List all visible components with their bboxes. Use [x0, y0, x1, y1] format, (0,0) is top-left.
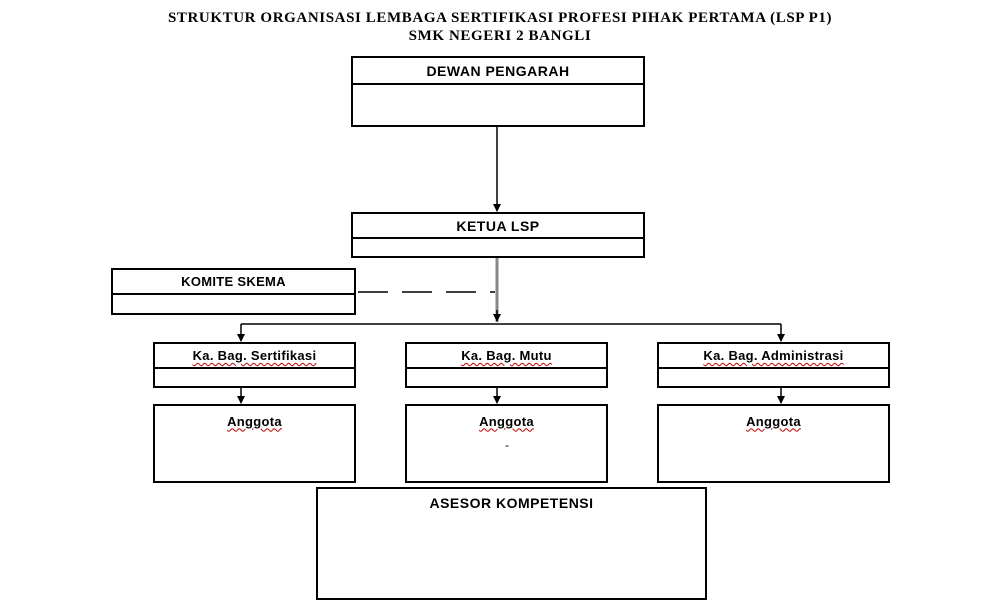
label-kabag-sertifikasi: Ka. Bag. Sertifikasi [192, 348, 317, 363]
box-ketua-lsp: KETUA LSP [351, 212, 645, 258]
box-anggota-administrasi: Anggota [657, 404, 890, 483]
label-ketua-lsp: KETUA LSP [353, 214, 643, 239]
note-mutu: - [505, 438, 509, 452]
label-dewan-pengarah: DEWAN PENGARAH [353, 58, 643, 85]
box-asesor-kompetensi: ASESOR KOMPETENSI [316, 487, 707, 600]
box-kabag-sertifikasi: Ka. Bag. Sertifikasi [153, 342, 356, 388]
chart-title: STRUKTUR ORGANISASI LEMBAGA SERTIFIKASI … [167, 10, 833, 26]
label-asesor-kompetensi: ASESOR KOMPETENSI [429, 495, 594, 511]
box-kabag-mutu: Ka. Bag. Mutu [405, 342, 608, 388]
box-anggota-mutu: Anggota - [405, 404, 608, 483]
box-kabag-administrasi: Ka. Bag. Administrasi [657, 342, 890, 388]
label-anggota-mutu: Anggota [479, 413, 534, 429]
box-komite-skema: KOMITE SKEMA [111, 268, 356, 315]
chart-subtitle: SMK NEGERI 2 BANGLI [408, 28, 592, 44]
box-anggota-sertifikasi: Anggota [153, 404, 356, 483]
label-anggota-sertifikasi: Anggota [227, 413, 282, 429]
label-anggota-administrasi: Anggota [746, 413, 801, 429]
label-kabag-administrasi: Ka. Bag. Administrasi [703, 348, 844, 363]
label-komite-skema: KOMITE SKEMA [113, 270, 354, 295]
box-dewan-pengarah: DEWAN PENGARAH [351, 56, 645, 127]
label-kabag-mutu: Ka. Bag. Mutu [461, 348, 552, 363]
